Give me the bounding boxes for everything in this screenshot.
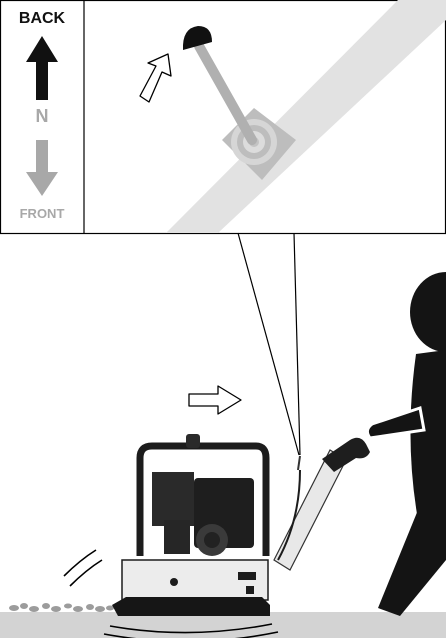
- lifting-eye: [186, 434, 200, 448]
- gravel: [9, 603, 114, 612]
- operator-head: [410, 272, 446, 352]
- front-arrow-icon: [26, 140, 58, 196]
- front-label: FRONT: [0, 206, 84, 221]
- warning-label: [238, 572, 256, 580]
- back-arrow-icon: [26, 36, 58, 100]
- operator-silhouette: [367, 272, 446, 616]
- compaction-plate: [112, 597, 270, 616]
- neutral-label: N: [0, 106, 84, 127]
- callout-line-left: [238, 233, 299, 455]
- back-label: BACK: [0, 10, 84, 28]
- engine-carburetor: [164, 520, 190, 554]
- travel-direction-arrow-icon: [189, 386, 241, 414]
- callout-line-right: [294, 233, 300, 455]
- engine-fuel-tank: [152, 472, 194, 526]
- operator-leg: [378, 510, 446, 616]
- operator-torso: [410, 350, 446, 520]
